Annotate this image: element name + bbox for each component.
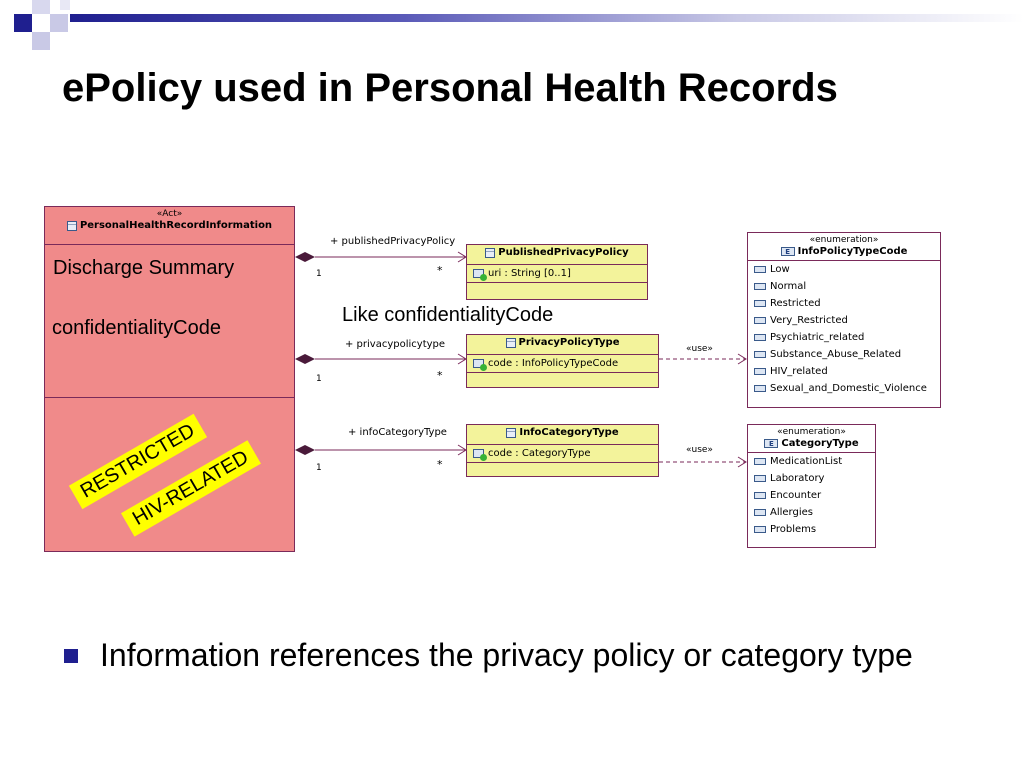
target-multiplicity-1: * <box>437 264 443 277</box>
like-confidentiality-note: Like confidentialityCode <box>342 304 554 326</box>
enum-literal: Substance_Abuse_Related <box>748 346 940 363</box>
deco-square-5 <box>60 0 70 10</box>
info-category-type-attr: code : CategoryType <box>467 445 658 462</box>
bullet-text: Information references the privacy polic… <box>100 637 913 673</box>
attribute-icon <box>473 448 487 461</box>
use-dependency-arrow-1 <box>737 353 747 365</box>
deco-square-2 <box>32 0 50 14</box>
use-dependency-arrow-2 <box>737 456 747 468</box>
class-icon <box>485 247 496 258</box>
enum-literal: Encounter <box>748 487 875 504</box>
enum-literal: MedicationList <box>748 453 875 470</box>
enum-literal: HIV_related <box>748 363 940 380</box>
slide-title: ePolicy used in Personal Health Records <box>62 66 838 110</box>
literal-icon <box>754 317 766 324</box>
phr-stereotype: «Act» <box>156 209 183 219</box>
enum-stereotype: «enumeration» <box>777 427 846 437</box>
literal-icon <box>754 526 766 533</box>
literal-icon <box>754 351 766 358</box>
literal-icon <box>754 334 766 341</box>
enumeration-icon: E <box>764 439 779 448</box>
deco-square-1 <box>14 14 32 32</box>
info-policy-type-code-name: InfoPolicyTypeCode <box>797 246 908 257</box>
class-icon <box>506 427 517 438</box>
class-icon <box>66 220 77 231</box>
enum-literal: Low <box>748 261 940 278</box>
category-type-name: CategoryType <box>781 438 859 449</box>
info-category-type-name: InfoCategoryType <box>519 427 619 438</box>
deco-square-4 <box>32 32 50 50</box>
association-role-1: + publishedPrivacyPolicy <box>330 236 455 247</box>
privacy-policy-type-name: PrivacyPolicyType <box>518 337 620 348</box>
literal-icon <box>754 475 766 482</box>
privacy-policy-type-class[interactable]: PrivacyPolicyType code : InfoPolicyTypeC… <box>466 334 659 388</box>
enumeration-icon: E <box>780 247 795 256</box>
published-policy-name: PublishedPrivacyPolicy <box>498 247 629 258</box>
enum-literal: Allergies <box>748 504 875 521</box>
association-role-3: + infoCategoryType <box>348 427 447 438</box>
enum-literal: Problems <box>748 521 875 538</box>
phr-class-name: PersonalHealthRecordInformation <box>79 220 273 231</box>
header-rule <box>70 14 1024 22</box>
composition-diamond-2 <box>295 354 315 364</box>
bullet-marker <box>64 649 78 663</box>
literal-icon <box>754 492 766 499</box>
phr-attribute-compartment <box>45 244 294 398</box>
enum-stereotype: «enumeration» <box>809 235 879 245</box>
info-category-type-class[interactable]: InfoCategoryType code : CategoryType <box>466 424 659 477</box>
use-label-2: «use» <box>686 445 713 455</box>
association-role-2: + privacypolicytype <box>345 339 445 350</box>
confidentiality-code-label: confidentialityCode <box>52 317 221 339</box>
enum-literal: Normal <box>748 278 940 295</box>
composition-diamond-3 <box>295 445 315 455</box>
enum-literal: Psychiatric_related <box>748 329 940 346</box>
literal-icon <box>754 385 766 392</box>
literal-icon <box>754 368 766 375</box>
phr-operation-compartment <box>45 397 294 398</box>
source-multiplicity-1: 1 <box>316 269 322 279</box>
literal-icon <box>754 458 766 465</box>
class-icon <box>505 337 516 348</box>
composition-diamond-1 <box>295 252 315 262</box>
enum-literal: Laboratory <box>748 470 875 487</box>
source-multiplicity-2: 1 <box>316 374 322 384</box>
literal-icon <box>754 266 766 273</box>
enum-literal: Restricted <box>748 295 940 312</box>
attribute-icon <box>473 358 487 371</box>
literal-icon <box>754 300 766 307</box>
attribute-icon <box>473 268 487 281</box>
literal-icon <box>754 283 766 290</box>
enum-literal: Very_Restricted <box>748 312 940 329</box>
published-policy-attr: uri : String [0..1] <box>467 265 647 282</box>
enum-literal: Sexual_and_Domestic_Violence <box>748 380 940 397</box>
literal-icon <box>754 509 766 516</box>
phr-class-header: «Act» PersonalHealthRecordInformation <box>45 207 294 237</box>
target-multiplicity-3: * <box>437 458 443 471</box>
deco-square-3 <box>50 14 68 32</box>
target-multiplicity-2: * <box>437 369 443 382</box>
discharge-summary-label: Discharge Summary <box>53 257 235 279</box>
source-multiplicity-3: 1 <box>316 463 322 473</box>
privacy-policy-type-attr: code : InfoPolicyTypeCode <box>467 355 658 372</box>
published-privacy-policy-class[interactable]: PublishedPrivacyPolicy uri : String [0..… <box>466 244 648 300</box>
use-label-1: «use» <box>686 344 713 354</box>
